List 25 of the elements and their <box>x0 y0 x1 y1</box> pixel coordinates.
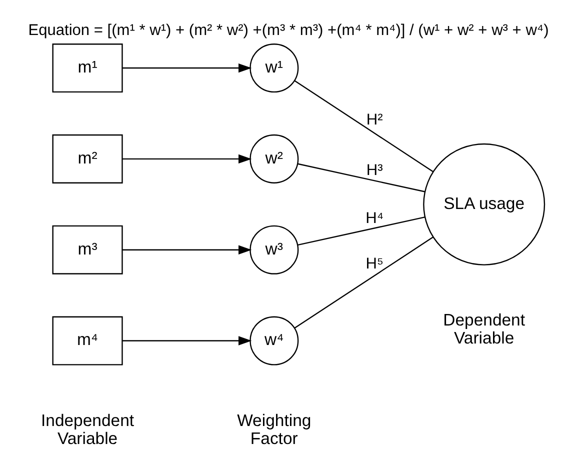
node-box: m³ <box>52 225 123 274</box>
label: Independent Variable <box>41 410 134 448</box>
node-circle: w⁴ <box>250 316 299 366</box>
node-box: m¹ <box>52 44 123 93</box>
edge-label: H³ <box>366 162 383 179</box>
arrow <box>122 63 252 73</box>
diagram-title: Equation = [(m¹ * w¹) + (m² * w²) +(m³ * m³) +(m⁴ * m⁴)] / (w¹ + w² + w³ + w⁴) <box>28 22 549 40</box>
node-circle: w³ <box>250 225 299 274</box>
edge-label: H⁴ <box>366 210 384 227</box>
edge-label: H⁵ <box>366 255 384 272</box>
edge-label: H² <box>366 112 383 129</box>
arrow <box>122 245 252 254</box>
node-circle: SLA usage <box>423 143 546 266</box>
node-box: m² <box>52 134 123 184</box>
label: Dependent Variable <box>443 310 526 348</box>
connector <box>294 236 434 329</box>
node-circle: w² <box>250 134 299 184</box>
connector <box>298 216 425 246</box>
label: Weighting Factor <box>237 410 312 448</box>
node-circle: w¹ <box>250 44 299 93</box>
connector <box>294 80 434 172</box>
node-box: m⁴ <box>52 316 123 366</box>
connector <box>298 163 425 192</box>
arrow <box>122 336 252 346</box>
arrow <box>122 154 252 164</box>
